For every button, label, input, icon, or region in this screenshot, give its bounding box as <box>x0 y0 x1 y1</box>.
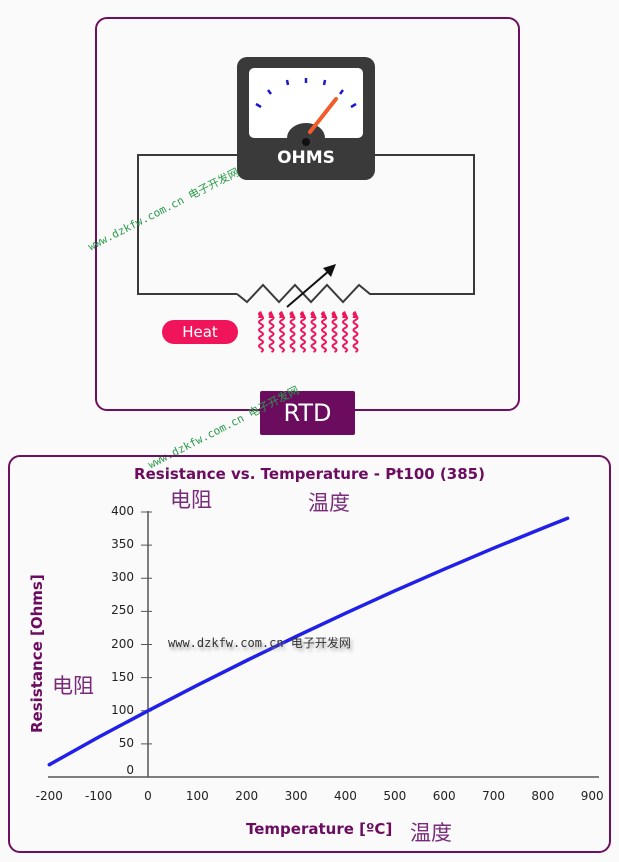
chart-title: Resistance vs. Temperature - Pt100 (385) <box>134 465 485 483</box>
rtd-circuit <box>137 57 475 353</box>
watermark: www.dzkfw.com.cn 电子开发网 <box>168 636 351 650</box>
temperature-cn-label: 温度 <box>308 491 350 515</box>
x-tick-label: 100 <box>185 789 209 803</box>
resistance-curve <box>47 516 570 767</box>
x-tick-label: 600 <box>432 789 456 803</box>
x-tick-label: 800 <box>531 789 555 803</box>
y-tick-label: 400 <box>111 504 134 518</box>
y-tick-label: 300 <box>111 570 134 585</box>
y-tick-label: 50 <box>118 735 134 750</box>
x-tick-label: 0 <box>144 789 152 803</box>
rtd-label: RTD <box>260 391 355 435</box>
y-tick-label: 100 <box>111 702 134 717</box>
circuit-wire <box>137 154 475 295</box>
resistor-zigzag <box>236 283 375 304</box>
x-tick-label: -100 <box>85 789 113 803</box>
x-tick-label: 200 <box>235 789 259 803</box>
x-tick-label: 500 <box>383 789 407 803</box>
heat-badge: Heat <box>162 320 238 344</box>
x-tick-label: 700 <box>482 789 505 803</box>
y-tick-label: 350 <box>111 537 134 552</box>
y-tick-label: 150 <box>111 669 134 684</box>
y-tick-label: 200 <box>111 636 134 651</box>
variable-arrow-icon <box>286 264 336 308</box>
x-tick-label: -200 <box>35 789 63 803</box>
y-tick-label: 0 <box>126 763 134 777</box>
resistance-cn-label: 电阻 <box>170 488 212 512</box>
y-tick-label: 250 <box>111 603 134 618</box>
x-tick-label: 900 <box>580 789 604 803</box>
meter-icon <box>237 57 375 180</box>
x-axis-label: Temperature [ºC] <box>246 820 393 838</box>
resistance-cn-label: 电阻 <box>52 674 94 698</box>
x-tick-label: 400 <box>333 789 357 803</box>
temperature-cn-label: 温度 <box>410 821 452 845</box>
chart-frame <box>8 455 611 853</box>
meter-label: OHMS <box>277 148 335 168</box>
heat-waves-icon <box>258 311 359 353</box>
x-tick-label: 300 <box>284 789 308 803</box>
